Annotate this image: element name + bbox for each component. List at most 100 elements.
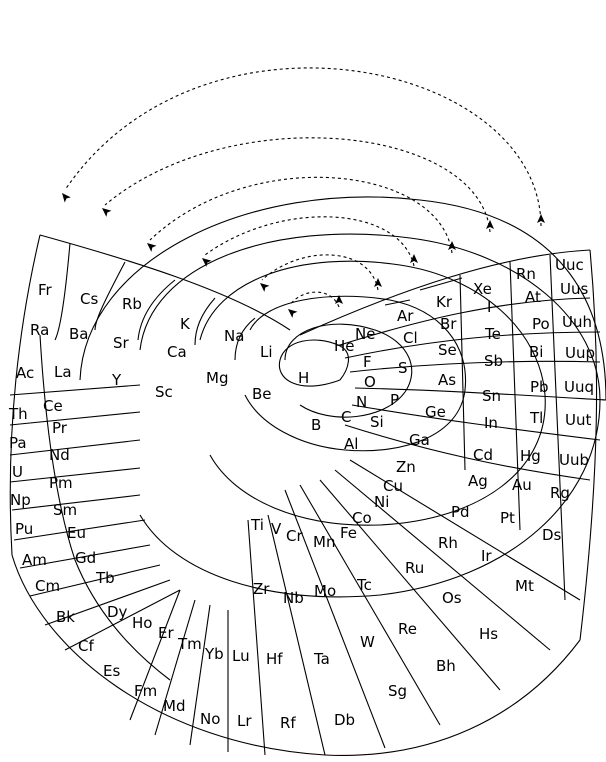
divider-rb-k bbox=[137, 279, 176, 341]
element-w: W bbox=[360, 633, 375, 651]
element-md: Md bbox=[163, 697, 185, 715]
row-left-9 bbox=[44, 579, 171, 626]
element-gd: Gd bbox=[75, 549, 96, 567]
element-uuh: Uuh bbox=[562, 313, 592, 331]
element-te: Te bbox=[484, 325, 501, 343]
arrowhead-end-5 bbox=[102, 208, 112, 217]
element-c: C bbox=[341, 408, 351, 426]
element-k: K bbox=[180, 315, 191, 333]
row-left-2 bbox=[9, 411, 141, 426]
element-nb: Nb bbox=[283, 589, 304, 607]
element-ce: Ce bbox=[43, 397, 63, 415]
cell-boundaries bbox=[9, 196, 606, 756]
row-right-3 bbox=[349, 360, 601, 373]
element-i: I bbox=[487, 298, 491, 316]
shell-1-boundary bbox=[278, 339, 349, 387]
element-sn: Sn bbox=[482, 387, 501, 405]
row-left-6 bbox=[13, 519, 146, 541]
element-pb: Pb bbox=[530, 378, 549, 396]
shell-2-boundary bbox=[284, 323, 413, 418]
divider-bottom-2 bbox=[154, 599, 196, 736]
divider-ar-kr bbox=[419, 277, 463, 291]
element-li: Li bbox=[260, 343, 273, 361]
element-ag: Ag bbox=[468, 472, 488, 490]
row-left-3 bbox=[9, 439, 141, 456]
row-right-4 bbox=[354, 387, 606, 401]
divider-bottom-8 bbox=[299, 484, 441, 726]
element-fm: Fm bbox=[134, 682, 157, 700]
element-ba: Ba bbox=[69, 325, 88, 343]
return-arrow-3 bbox=[204, 216, 415, 267]
element-es: Es bbox=[103, 662, 120, 680]
element-hs: Hs bbox=[479, 625, 498, 643]
element-cl: Cl bbox=[403, 329, 418, 347]
element-tm: Tm bbox=[177, 635, 202, 653]
row-right-5 bbox=[351, 404, 601, 441]
arrowhead-mid-2 bbox=[374, 278, 382, 287]
return-arrow-4 bbox=[149, 176, 453, 254]
element-lu: Lu bbox=[232, 647, 250, 665]
divider-cs-rb bbox=[94, 261, 126, 331]
element-nd: Nd bbox=[49, 446, 70, 464]
element-pd: Pd bbox=[451, 503, 470, 521]
element-yb: Yb bbox=[204, 645, 224, 663]
element-pm: Pm bbox=[49, 474, 73, 492]
element-uup: Uup bbox=[565, 344, 595, 362]
divider-na-li bbox=[234, 317, 256, 361]
element-rg: Rg bbox=[550, 484, 570, 502]
element-lr: Lr bbox=[237, 712, 252, 730]
arrowhead-end-2 bbox=[260, 283, 270, 292]
element-fr: Fr bbox=[38, 281, 53, 299]
element-be: Be bbox=[252, 385, 272, 403]
right-edge bbox=[579, 249, 598, 641]
element-zn: Zn bbox=[396, 458, 416, 476]
row-right-6 bbox=[344, 424, 591, 481]
element-hf: Hf bbox=[266, 650, 283, 668]
divider-bottom-5 bbox=[247, 519, 266, 756]
row-left-4 bbox=[9, 467, 141, 483]
arrowhead-mid-3 bbox=[410, 254, 418, 263]
element-na: Na bbox=[224, 327, 244, 345]
element-no: No bbox=[200, 710, 220, 728]
element-u: U bbox=[12, 463, 23, 481]
element-db: Db bbox=[334, 711, 355, 729]
element-au: Au bbox=[512, 476, 532, 494]
element-ho: Ho bbox=[132, 614, 152, 632]
arrowhead-mid-1 bbox=[335, 295, 343, 304]
shell-4-boundary bbox=[199, 260, 546, 526]
element-rh: Rh bbox=[438, 534, 458, 552]
element-tb: Tb bbox=[95, 569, 115, 587]
element-cd: Cd bbox=[473, 446, 493, 464]
arrowhead-mid-4 bbox=[448, 241, 456, 250]
element-as: As bbox=[438, 371, 456, 389]
element-mn: Mn bbox=[313, 533, 335, 551]
element-tc: Tc bbox=[356, 576, 372, 594]
element-ni: Ni bbox=[374, 493, 389, 511]
element-os: Os bbox=[442, 589, 462, 607]
element-rn: Rn bbox=[516, 265, 536, 283]
element-la: La bbox=[54, 363, 72, 381]
row-right-2 bbox=[344, 331, 601, 359]
arrowhead-end-3 bbox=[202, 258, 212, 267]
arrowhead-end-1 bbox=[288, 309, 298, 318]
element-sr: Sr bbox=[113, 334, 130, 352]
divider-rn-uuc bbox=[549, 254, 566, 601]
element-np: Np bbox=[10, 491, 31, 509]
divider-bottom-9 bbox=[319, 479, 501, 691]
row-left-5 bbox=[11, 494, 141, 511]
arrowhead-mid-5 bbox=[486, 220, 494, 229]
divider-xe-rn bbox=[509, 261, 521, 531]
element-ti: Ti bbox=[250, 516, 264, 534]
element-bh: Bh bbox=[436, 657, 456, 675]
divider-left-mid bbox=[39, 334, 171, 681]
element-uuq: Uuq bbox=[564, 378, 594, 396]
divider-bottom-11 bbox=[349, 459, 581, 601]
element-h: H bbox=[298, 369, 309, 387]
element-ra: Ra bbox=[30, 321, 49, 339]
shell-6-boundary bbox=[79, 196, 606, 401]
divider-bottom-6 bbox=[267, 514, 326, 756]
element-ca: Ca bbox=[167, 343, 187, 361]
element-cu: Cu bbox=[383, 477, 403, 495]
